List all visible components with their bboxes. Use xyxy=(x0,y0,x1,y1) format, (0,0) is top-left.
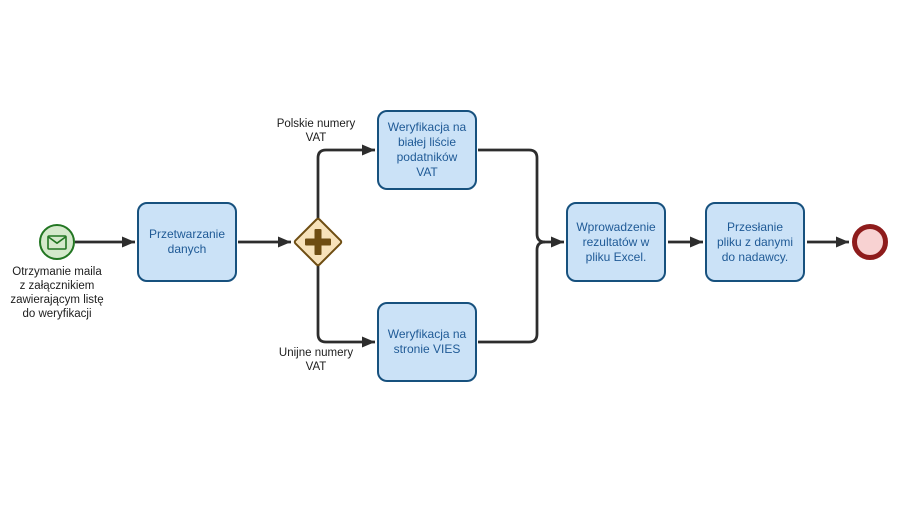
task-excel[interactable]: Wprowadzenie rezultatów w pliku Excel. xyxy=(566,202,666,282)
parallel-gateway[interactable] xyxy=(292,216,344,268)
task-vies-label: Weryfikacja na stronie VIES xyxy=(387,327,467,356)
task-vies[interactable]: Weryfikacja na stronie VIES xyxy=(377,302,477,382)
flow-vies-to-excel xyxy=(478,240,546,344)
envelope-icon xyxy=(47,234,67,250)
task-processing[interactable]: Przetwarzanie danych xyxy=(137,202,237,282)
task-processing-label: Przetwarzanie danych xyxy=(148,227,226,256)
flow-label-polish-vat: Polskie numery VAT xyxy=(276,118,356,144)
task-send[interactable]: Przesłanie pliku z danymi do nadawcy. xyxy=(705,202,805,282)
flow-label-eu-vat: Unijne numery VAT xyxy=(278,347,354,373)
end-event[interactable] xyxy=(852,224,888,260)
task-white-list[interactable]: Weryfikacja na białej liście podatników … xyxy=(377,110,477,190)
flow-gateway-to-vies xyxy=(316,266,375,348)
task-excel-label: Wprowadzenie rezultatów w pliku Excel. xyxy=(576,219,656,264)
flow-gateway-to-white-list xyxy=(316,144,375,218)
start-event[interactable] xyxy=(39,224,75,260)
task-white-list-label: Weryfikacja na białej liście podatników … xyxy=(387,120,467,179)
plus-icon xyxy=(314,229,322,255)
flow-white-list-to-excel xyxy=(478,148,564,248)
start-event-label: Otrzymanie maila z załącznikiem zawieraj… xyxy=(10,266,104,320)
task-send-label: Przesłanie pliku z danymi do nadawcy. xyxy=(716,219,794,264)
